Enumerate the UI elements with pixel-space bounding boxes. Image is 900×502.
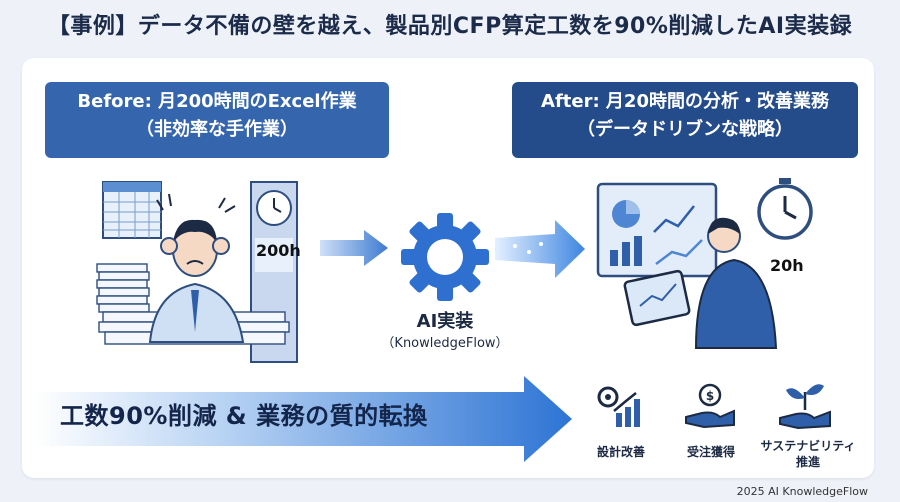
result-arrow xyxy=(34,376,572,462)
analyst-dashboard-illustration xyxy=(596,182,778,349)
ai-label: AI実装 xyxy=(416,311,474,332)
ai-gear-icon xyxy=(401,213,489,301)
after-title: After: 月20時間の分析・改善業務 xyxy=(541,91,829,112)
stressed-worker-illustration xyxy=(96,181,298,363)
benefit-orders: 受注獲得 xyxy=(686,445,735,459)
before-subtitle: （非効率な手作業） xyxy=(136,119,298,140)
benefit-sustainability: サステナビリティ 推進 xyxy=(760,438,856,470)
after-subtitle: （データドリブンな戦略） xyxy=(577,119,793,140)
result-text: 工数90%削減 & 業務の質的転換 xyxy=(60,402,428,430)
footer-credit: 2025 AI KnowledgeFlow xyxy=(736,485,868,498)
hand-coin-icon: $ xyxy=(685,383,735,429)
before-hours: 200h xyxy=(256,241,301,260)
ai-sublabel: （KnowledgeFlow） xyxy=(381,336,509,351)
arrow-right-icon xyxy=(320,230,388,266)
after-hours: 20h xyxy=(770,256,804,275)
gear-chart-icon xyxy=(597,386,640,427)
before-title: Before: 月200時間のExcel作業 xyxy=(77,91,357,112)
stopwatch-icon xyxy=(757,178,813,240)
benefit-sustainability-line1: サステナビリティ xyxy=(760,439,856,453)
before-banner: Before: 月200時間のExcel作業 （非効率な手作業） xyxy=(45,82,389,158)
benefit-design: 設計改善 xyxy=(596,445,645,459)
data-stream-arrow-icon xyxy=(495,220,585,278)
page-title: 【事例】データ不備の壁を越え、製品別CFP算定工数を90%削減したAI実装録 xyxy=(47,14,853,39)
benefit-sustainability-line2: 推進 xyxy=(795,455,820,469)
svg-text:$: $ xyxy=(706,389,714,403)
hand-plant-icon xyxy=(779,384,831,430)
after-banner: After: 月20時間の分析・改善業務 （データドリブンな戦略） xyxy=(512,82,858,158)
